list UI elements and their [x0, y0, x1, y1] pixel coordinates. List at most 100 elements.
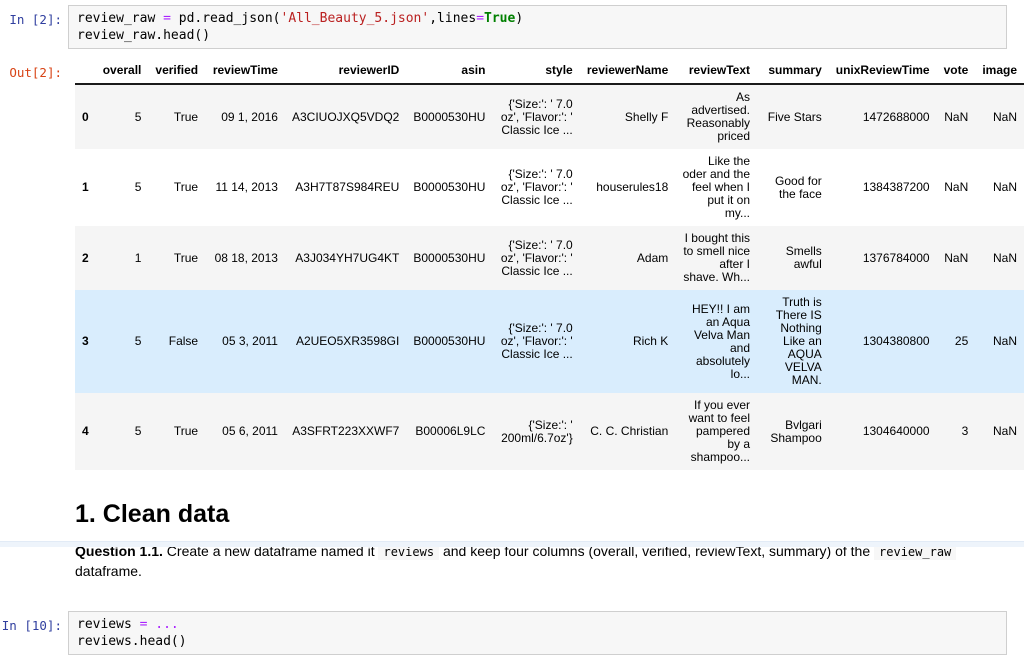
table-cell: NaN — [992, 180, 1017, 194]
table-cell: 1304640000 — [862, 424, 930, 438]
table-cell: A3J034YH7UG4KT — [295, 250, 400, 265]
table-cell: True — [173, 180, 199, 194]
column-header-summary: summary — [757, 57, 829, 85]
table-cell: True — [173, 109, 199, 124]
table-cell: 5 — [134, 424, 142, 438]
table-cell: True — [173, 424, 199, 438]
table-cell: A3CIUOJXQ5VDQ2 — [291, 109, 400, 124]
table-cell: If you ever want to feel pampered by a s… — [688, 398, 751, 464]
table-cell: 3 — [961, 424, 969, 438]
table-cell: Smells awful — [785, 244, 822, 271]
table-cell: 08 18, 2013 — [214, 250, 278, 265]
column-header-index — [75, 57, 96, 85]
table-cell: 1384387200 — [862, 180, 930, 194]
table-cell: B0000530HU — [413, 180, 486, 194]
row-index: 4 — [82, 424, 89, 438]
row-index: 2 — [82, 250, 89, 265]
column-header-reviewText: reviewText — [675, 57, 758, 85]
markdown-content: 1. Clean data Question 1.1. Create a new… — [68, 470, 1024, 591]
table-cell: {'Size:': ' 7.0 oz', 'Flavor:': ' Classi… — [500, 321, 573, 361]
table-cell: 5 — [134, 334, 142, 348]
table-cell: 1304380800 — [862, 334, 930, 348]
table-cell: B0000530HU — [413, 109, 486, 124]
column-header-unixReviewTime: unixReviewTime — [828, 57, 937, 85]
table-cell: A3H7T87S984REU — [295, 180, 400, 194]
table-cell: HEY!! I am an Aqua Velva Man and absolut… — [692, 301, 751, 381]
table-cell: 05 6, 2011 — [222, 424, 278, 438]
column-header-reviewerName: reviewerName — [579, 57, 676, 85]
column-header-reviewerID: reviewerID — [284, 57, 407, 85]
table-cell: Good for the face — [775, 173, 822, 201]
table-cell: Like the oder and the feel when I put it… — [682, 154, 751, 220]
table-row: 4 5 True 05 6, 2011 A3SFRT223XXWF7 B00006L9LC… — [75, 393, 1024, 470]
code-cell-2: In [2]: review_raw = pd.read_json('All_B… — [0, 5, 1024, 49]
table-cell: B0000530HU — [413, 334, 486, 348]
table-cell: {'Size:': ' 7.0 oz', 'Flavor:': ' Classi… — [500, 167, 573, 207]
table-cell: NaN — [992, 250, 1017, 265]
table-cell: B00006L9LC — [415, 424, 486, 438]
code-editor-10[interactable]: reviews = ... reviews.head() — [68, 611, 1007, 655]
code-cell-10: In [10]: reviews = ... reviews.head() — [0, 611, 1024, 655]
table-cell: NaN — [944, 109, 969, 124]
code-line: review_raw = pd.read_json('All_Beauty_5.… — [77, 11, 524, 26]
table-cell: {'Size:': ' 7.0 oz', 'Flavor:': ' Classi… — [500, 237, 573, 278]
table-cell: Shelly F — [624, 109, 669, 124]
table-cell: B0000530HU — [413, 250, 486, 265]
column-header-style: style — [492, 57, 580, 85]
column-header-reviewTime: reviewTime — [205, 57, 285, 85]
row-index: 1 — [82, 180, 89, 194]
table-cell: NaN — [992, 109, 1017, 124]
table-cell: 5 — [134, 180, 142, 194]
question-part-3: dataframe. — [75, 563, 142, 579]
code-text-10: reviews = ... reviews.head() — [77, 616, 998, 650]
table-cell: False — [168, 334, 199, 348]
table-cell: NaN — [944, 180, 969, 194]
table-cell: A3SFRT223XXWF7 — [292, 424, 400, 438]
code-line: review_raw.head() — [77, 28, 211, 43]
table-cell: Rich K — [632, 334, 669, 348]
table-cell: I bought this to smell nice after I shav… — [683, 231, 751, 284]
table-cell: As advertised. Reasonably priced — [686, 90, 751, 143]
table-cell: Adam — [636, 250, 669, 265]
table-cell: NaN — [992, 334, 1017, 348]
markdown-prompt-spacer — [0, 470, 68, 476]
input-prompt-10: In [10]: — [1, 618, 62, 633]
table-cell: 05 3, 2011 — [222, 334, 278, 348]
code-text-2: review_raw = pd.read_json('All_Beauty_5.… — [77, 10, 998, 44]
table-cell: {'Size:': ' 7.0 oz', 'Flavor:': ' Classi… — [500, 96, 573, 137]
code-line: reviews = ... — [77, 617, 179, 632]
markdown-cell: 1. Clean data Question 1.1. Create a new… — [0, 470, 1024, 591]
table-cell: A2UEO5XR3598GI — [295, 334, 400, 348]
input-prompt-2: In [2]: — [9, 12, 62, 27]
table-cell: Five Stars — [767, 109, 822, 124]
column-header-image: image — [975, 57, 1024, 85]
table-cell: 1472688000 — [862, 109, 930, 124]
table-cell: C. C. Christian — [590, 424, 669, 438]
table-cell: 1 — [134, 250, 142, 265]
next-cell-edge — [0, 541, 1024, 547]
row-index: 3 — [82, 334, 89, 348]
table-cell: Bvlgari Shampoo — [770, 417, 822, 445]
table-cell: houserules18 — [596, 180, 669, 194]
table-cell: 09 1, 2016 — [221, 109, 278, 124]
column-header-overall: overall — [95, 57, 149, 85]
column-header-vote: vote — [936, 57, 976, 85]
table-cell: NaN — [944, 250, 969, 265]
section-heading: 1. Clean data — [75, 500, 230, 528]
table-cell: {'Size:': ' 200ml/6.7oz'} — [501, 417, 573, 445]
column-header-verified: verified — [148, 57, 206, 85]
code-editor-2[interactable]: review_raw = pd.read_json('All_Beauty_5.… — [68, 5, 1007, 49]
code-line: reviews.head() — [77, 634, 187, 649]
table-cell: 11 14, 2013 — [215, 180, 278, 194]
column-header-asin: asin — [406, 57, 493, 85]
table-row: 3 5 False 05 3, 2011 A2UEO5XR3598GI B0000530H… — [75, 290, 1024, 393]
output-prompt-2: Out[2]: — [9, 65, 62, 80]
question-text: Question 1.1. Create a new dataframe nam… — [75, 542, 1016, 581]
